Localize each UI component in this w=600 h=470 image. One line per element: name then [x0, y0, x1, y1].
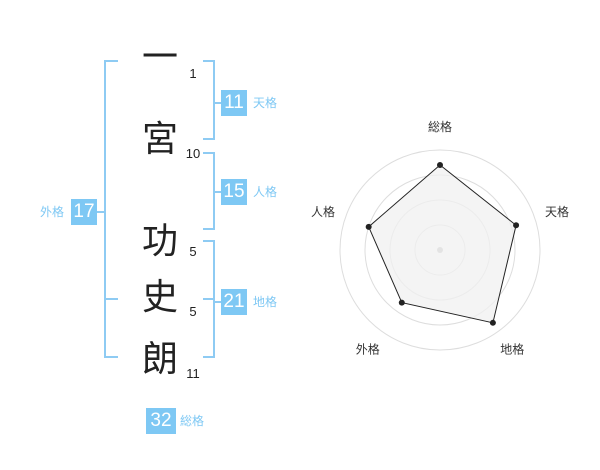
chikaku-value-badge: 21	[221, 289, 247, 315]
radar-axis-label-2: 天格	[545, 204, 569, 219]
tenkaku-value-badge: 11	[221, 90, 247, 116]
gaikaku-bracket-vertical	[104, 60, 106, 358]
soukaku-value-badge: 32	[146, 408, 176, 434]
soukaku-label: 総格	[180, 414, 205, 428]
gaikaku-bracket-mid	[104, 298, 118, 300]
jinkaku-label: 人格	[253, 185, 278, 199]
stroke-count-4: 5	[189, 304, 197, 319]
name-char-1: 一	[141, 37, 178, 78]
radar-axis-label-4: 外格	[356, 342, 380, 357]
jinkaku-value-badge: 15	[221, 179, 247, 205]
radar-axis-label-1: 総格	[428, 119, 452, 134]
name-char-3: 功	[141, 221, 178, 262]
jinkaku-bracket-top	[203, 152, 215, 154]
stroke-count-5: 11	[186, 366, 200, 381]
tenkaku-bracket-vertical	[213, 60, 215, 140]
chikaku-bracket-bottom	[203, 356, 215, 358]
name-char-4: 史	[141, 277, 178, 318]
chikaku-label: 地格	[253, 295, 278, 309]
radar-point-2	[513, 222, 520, 229]
jinkaku-bracket-bottom	[203, 228, 215, 230]
tenkaku-bracket-top	[203, 60, 215, 62]
stroke-count-2: 10	[185, 146, 201, 161]
gaikaku-bracket-bottom	[104, 356, 118, 358]
radar-axis-label-3: 地格	[500, 342, 524, 357]
radar-ring-4	[339, 149, 541, 351]
radar-point-1	[437, 162, 443, 168]
name-char-5: 朗	[141, 339, 178, 380]
radar-point-3	[489, 319, 496, 326]
chikaku-bracket-mid	[203, 298, 215, 300]
tenkaku-bracket-bottom	[203, 138, 215, 140]
radar-axis-label-5: 人格	[311, 204, 335, 219]
radar-point-5	[365, 223, 372, 230]
jinkaku-bracket-tick	[213, 191, 221, 193]
stroke-count-1: 1	[189, 66, 197, 81]
radar-point-4	[398, 299, 405, 306]
gaikaku-label: 外格	[40, 205, 65, 219]
gaikaku-bracket-tick	[96, 211, 106, 213]
gaikaku-bracket-top	[104, 60, 118, 62]
radar-polygon	[368, 164, 517, 324]
chikaku-bracket-tick	[213, 301, 221, 303]
tenkaku-label: 天格	[253, 96, 278, 110]
stroke-count-3: 5	[189, 244, 197, 259]
tenkaku-bracket-tick	[213, 102, 221, 104]
gaikaku-value-badge: 17	[71, 199, 97, 225]
chikaku-bracket-top	[203, 240, 215, 242]
name-char-2: 宮	[141, 119, 178, 160]
